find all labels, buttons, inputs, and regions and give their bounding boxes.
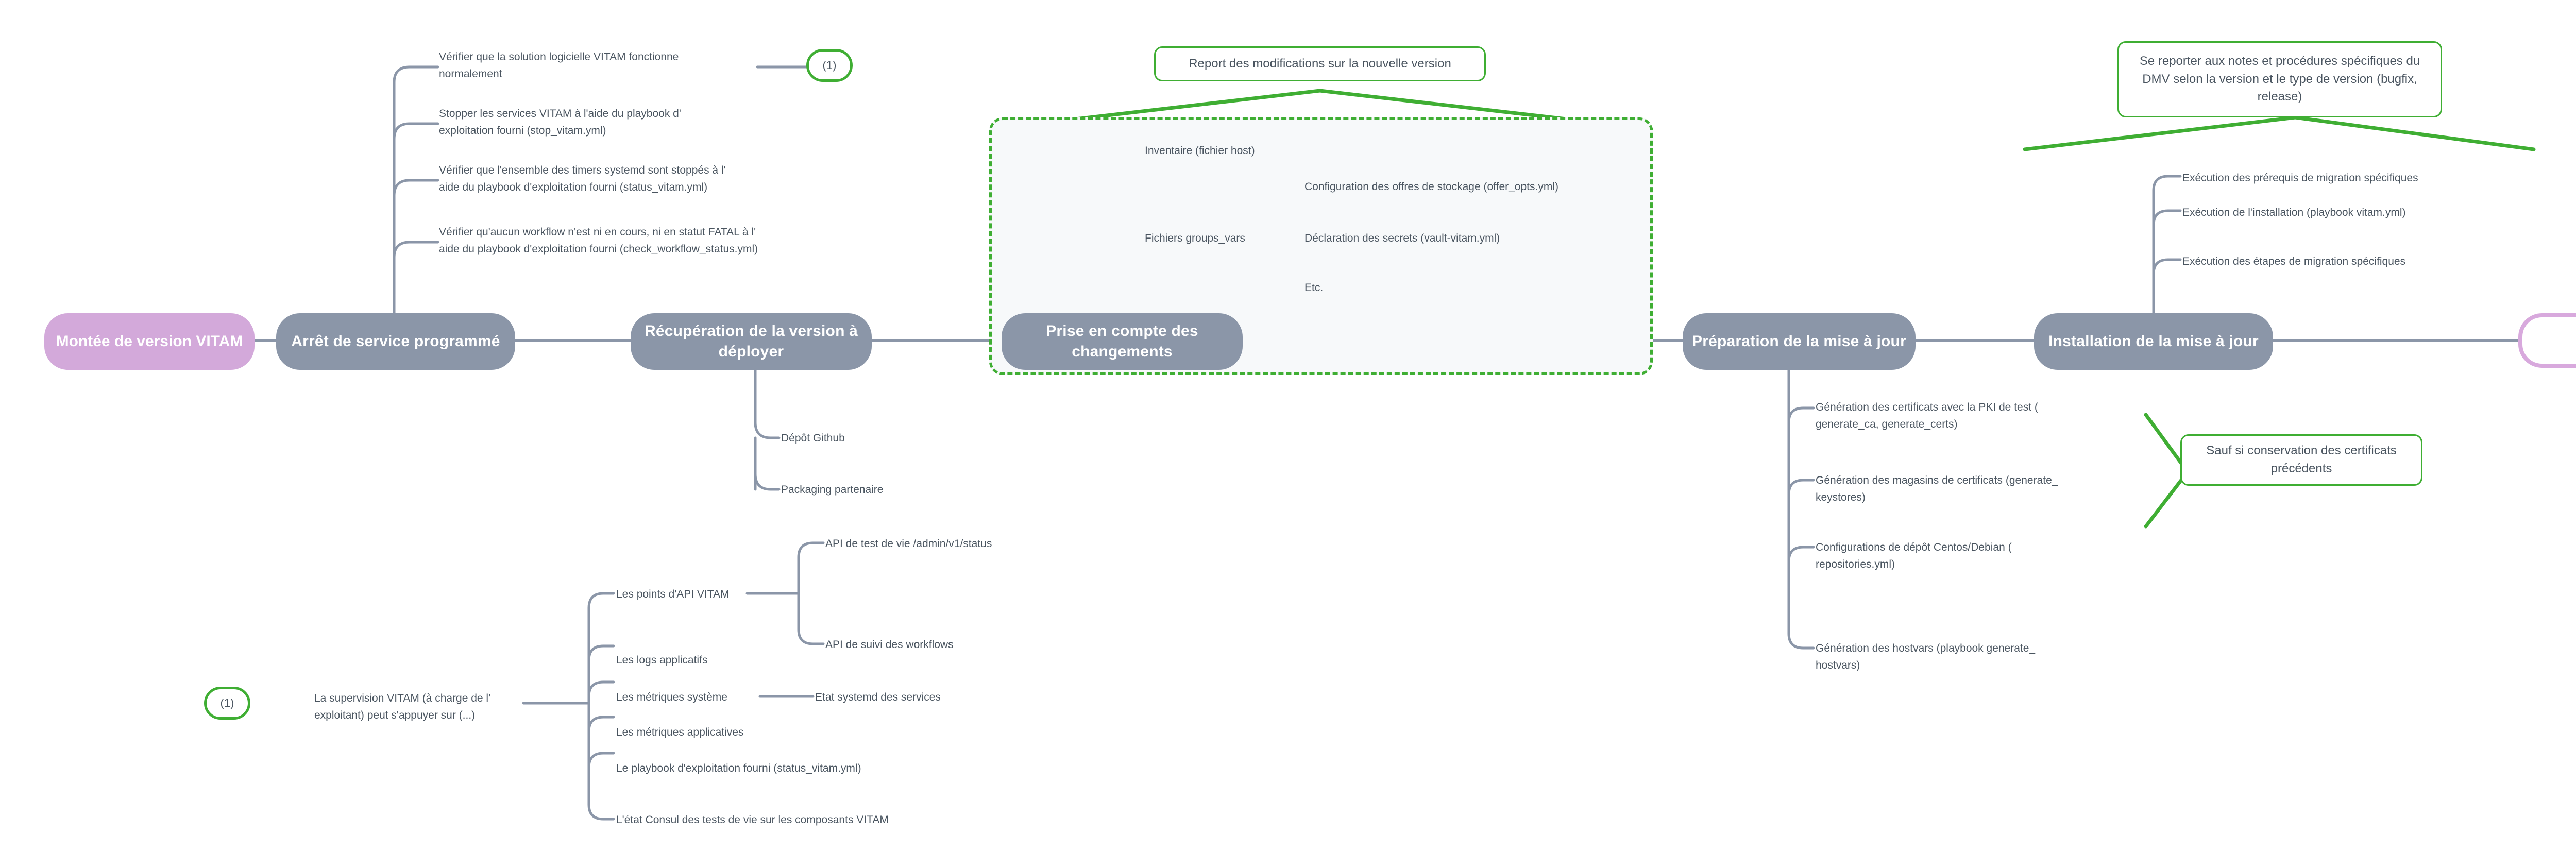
leaf-installation-1: Exécution de l'installation (playbook vi… [2182,207,2406,218]
leaf-preparation-3: Génération des hostvars (playbook genera… [1816,642,2036,671]
note-dmv-procedures[interactable]: Se reporter aux notes et procédures spéc… [2117,41,2442,117]
supervision-item-4: Le playbook d'exploitation fourni (statu… [616,762,861,774]
leaf-groups-vars-1: Déclaration des secrets (vault-vitam.yml… [1304,232,1500,244]
chevron-dmv [2023,115,2536,151]
node-arret-de-service[interactable]: Arrêt de service programmé [276,313,515,370]
node-prise-label: Prise en compte des changements [1046,322,1198,361]
node-preparation-mise-a-jour[interactable]: Préparation de la mise à jour [1683,313,1916,370]
node-preparation-label: Préparation de la mise à jour [1692,332,1906,350]
leaf-arret-3: Vérifier qu'aucun workflow n'est ni en c… [439,226,758,255]
node-root[interactable]: Montée de version VITAM [44,313,255,370]
leaf-preparation-0: Génération des certificats avec la PKI d… [1816,401,2038,430]
node-recuperation-version[interactable]: Récupération de la version à déployer [631,313,872,370]
leaf-arret-1: Stopper les services VITAM à l'aide du p… [439,108,681,137]
leaf-installation-0: Exécution des prérequis de migration spé… [2182,172,2418,184]
leaf-recuperation-1: Packaging partenaire [781,484,884,496]
supervision-label: La supervision VITAM (à charge de l' exp… [314,692,491,721]
node-validation-label: Validation du déploiement [2522,320,2576,362]
leaf-groups-vars-0: Configuration des offres de stockage (of… [1304,181,1558,193]
badge-arret-ref[interactable]: (1) [806,49,853,82]
node-recuperation-label: Récupération de la version à déployer [644,322,858,361]
leaf-installation-2: Exécution des étapes de migration spécif… [2182,256,2406,267]
supervision-api-child-1: API de suivi des workflows [825,639,954,651]
leaf-recuperation-0: Dépôt Github [781,432,845,444]
leaf-groups-vars-2: Etc. [1304,282,1324,294]
node-prise-en-compte[interactable]: Prise en compte des changements [1002,313,1243,370]
supervision-item-0: Les points d'API VITAM [616,588,730,600]
leaf-preparation-1: Génération des magasins de certificats (… [1816,474,2058,503]
supervision-item-1: Les logs applicatifs [616,654,708,666]
leaf-prise-0: Inventaire (fichier host) [1145,145,1255,157]
node-installation-label: Installation de la mise à jour [2048,332,2259,350]
supervision-item-2: Les métriques système [616,691,727,703]
note-sauf-si-conservation[interactable]: Sauf si conservation des certificats pré… [2180,434,2422,486]
supervision-item-5: L'état Consul des tests de vie sur les c… [616,814,889,826]
supervision-metriques-systeme-child: Etat systemd des services [815,691,941,703]
leaf-arret-0: Vérifier que la solution logicielle VITA… [439,51,679,80]
node-root-label: Montée de version VITAM [56,332,243,350]
note-report-modifications[interactable]: Report des modifications sur la nouvelle… [1154,46,1486,81]
node-installation-mise-a-jour[interactable]: Installation de la mise à jour [2034,313,2273,370]
badge-supervision-ref[interactable]: (1) [204,687,250,720]
supervision-item-3: Les métriques applicatives [616,726,744,738]
supervision-api-child-0: API de test de vie /admin/v1/status [825,538,992,550]
leaf-preparation-2: Configurations de dépôt Centos/Debian ( … [1816,541,2012,570]
leaf-prise-1: Fichiers groups_vars [1145,232,1245,244]
node-arret-label: Arrêt de service programmé [291,332,500,350]
node-validation-deploiement[interactable]: Validation du déploiement [2518,313,2576,368]
leaf-arret-2: Vérifier que l'ensemble des timers syste… [439,164,726,193]
